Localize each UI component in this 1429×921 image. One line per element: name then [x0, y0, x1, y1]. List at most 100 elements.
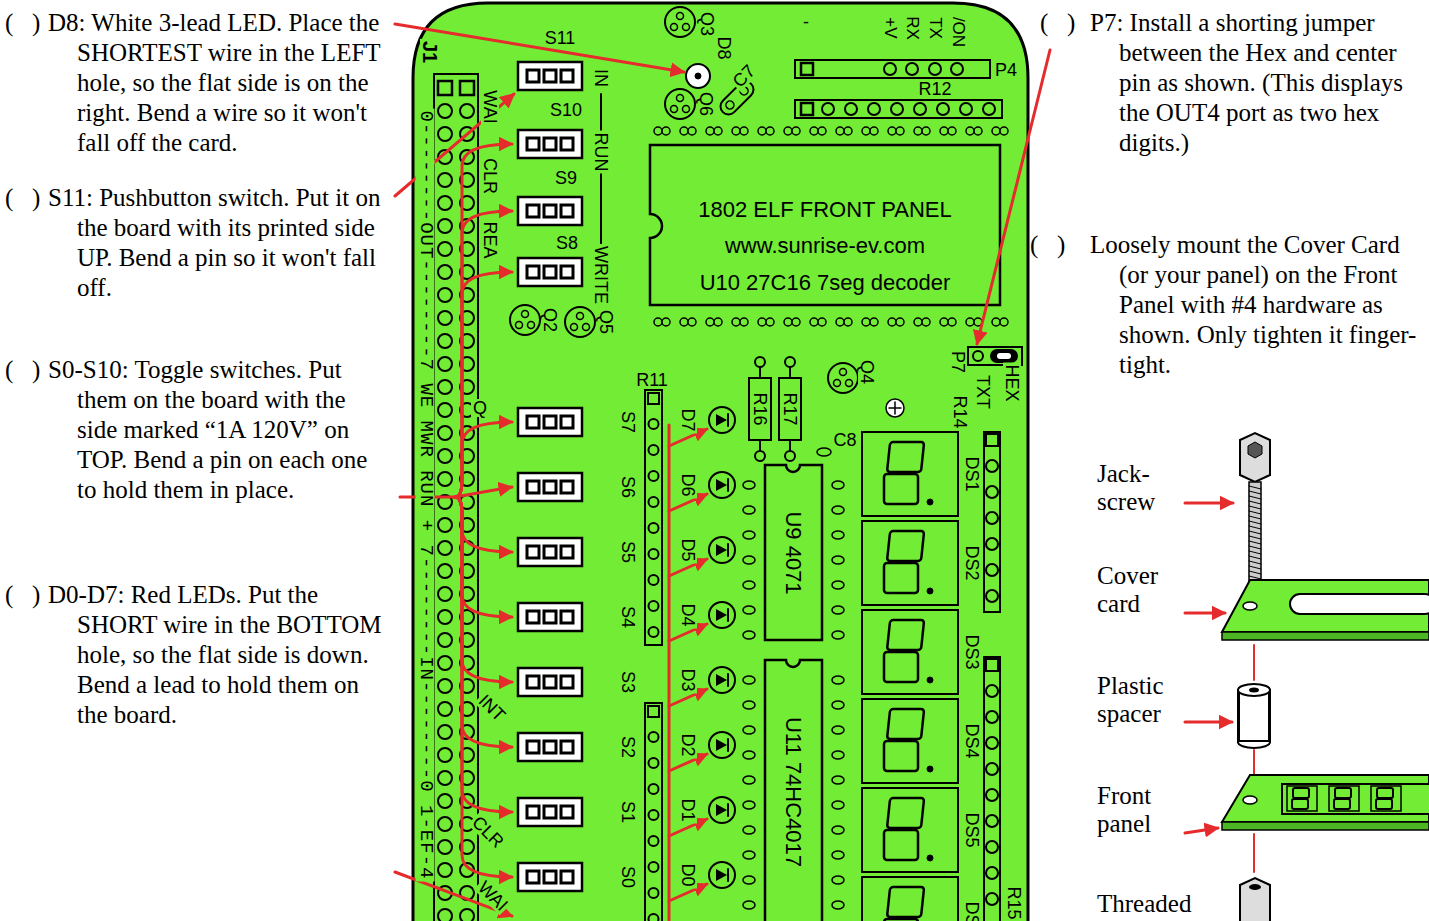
- ic-pad: [743, 701, 755, 709]
- switch-pin: [544, 871, 556, 883]
- pad: [914, 103, 926, 115]
- switch-pin: [544, 741, 556, 753]
- ic-outline: [765, 660, 822, 921]
- pad: [438, 909, 452, 921]
- ic-pad: [758, 318, 766, 326]
- pad: [438, 725, 452, 739]
- ic-pad: [784, 318, 792, 326]
- pad: [438, 587, 452, 601]
- ic-pad: [792, 318, 800, 326]
- ic-pad: [714, 127, 722, 135]
- pad: [973, 351, 983, 361]
- switch-body: [518, 733, 582, 761]
- leader-arrow: [455, 497, 512, 812]
- switch-pin: [544, 416, 556, 428]
- switch-pin: [527, 138, 539, 150]
- ic-pad: [914, 318, 922, 326]
- ic-pad: [714, 318, 722, 326]
- silkscreen-label: R11: [634, 371, 670, 389]
- ic-pad: [832, 801, 844, 809]
- display-window: [1282, 784, 1429, 814]
- pad: [986, 460, 998, 472]
- ic-pad: [974, 127, 982, 135]
- red-led: [709, 797, 735, 823]
- silkscreen-label: CLR: [481, 156, 499, 196]
- ic-outline: [765, 465, 822, 640]
- segment-outline: [884, 830, 918, 860]
- ic-pad: [844, 318, 852, 326]
- transistor: [565, 307, 595, 337]
- switch-pin: [527, 546, 539, 558]
- jackscrew-head: [1240, 433, 1270, 482]
- pad: [438, 334, 452, 348]
- plus-mark: [894, 402, 896, 414]
- switch-pin: [544, 611, 556, 623]
- diode-bar: [727, 609, 729, 621]
- diode-symbol: [716, 739, 727, 751]
- square-pad: [648, 706, 659, 717]
- transistor-pin: [846, 380, 853, 387]
- square-pad: [438, 81, 452, 95]
- pad: [649, 601, 659, 611]
- transistor: [510, 305, 540, 335]
- pad: [845, 103, 857, 115]
- thread-line: [1249, 506, 1261, 509]
- checkbox: ( ): [5, 580, 40, 610]
- pad: [937, 103, 949, 115]
- seven-segment-display: [862, 432, 958, 516]
- pad: [649, 732, 659, 742]
- switch-pin: [527, 205, 539, 217]
- switch-pin: [544, 266, 556, 278]
- switch-body: [518, 197, 582, 225]
- switch-pin: [527, 266, 539, 278]
- switch-pin: [561, 416, 573, 428]
- ic-pad: [706, 318, 714, 326]
- silkscreen-label: D8: [715, 34, 733, 61]
- silkscreen-label: TXT: [974, 373, 992, 411]
- segment-outline: [887, 887, 924, 917]
- jackscrew-hole: [1248, 442, 1262, 458]
- leader-arrow: [455, 211, 512, 497]
- switch-pin: [544, 806, 556, 818]
- ic-pad: [740, 318, 748, 326]
- silkscreen-label: HEX: [1003, 362, 1021, 403]
- silkscreen-label: S3: [619, 669, 637, 695]
- pad: [438, 242, 452, 256]
- digit-outline: [1287, 786, 1317, 811]
- pad: [986, 841, 998, 853]
- red-led: [709, 667, 735, 693]
- ic-pad: [832, 851, 844, 859]
- assembly-line: [1253, 645, 1255, 680]
- checkbox: ( ): [5, 183, 40, 213]
- ic-pad: [948, 127, 956, 135]
- red-led: [709, 472, 735, 498]
- switch-pin: [561, 611, 573, 623]
- diode-bar: [727, 544, 729, 556]
- silkscreen-label: Q4: [858, 358, 876, 386]
- thread-line: [1249, 516, 1261, 519]
- segment-outline: [884, 474, 918, 504]
- thread-line: [1249, 576, 1261, 579]
- thread-line: [1249, 501, 1261, 504]
- ic-pad: [1000, 127, 1008, 135]
- pad: [649, 836, 659, 846]
- part-caption: Cover card: [1097, 562, 1177, 618]
- silkscreen-label: 0--------OUT--------7 WE MWR RUN + 7----…: [416, 109, 435, 882]
- ic-pad: [740, 127, 748, 135]
- pad: [649, 862, 659, 872]
- ic-pad: [766, 318, 774, 326]
- thread-line: [1249, 541, 1261, 544]
- switch-pin: [544, 481, 556, 493]
- thread-line: [1249, 551, 1261, 554]
- ic-pad: [743, 581, 755, 589]
- spacer-fill: [1239, 690, 1269, 741]
- pad: [868, 103, 880, 115]
- ic-pad: [832, 531, 844, 539]
- cover-card-edge: [1222, 632, 1429, 640]
- diode-bar: [727, 739, 729, 751]
- checkbox: ( ): [5, 8, 40, 38]
- silkscreen-label: D7: [679, 406, 697, 433]
- red-led: [709, 537, 735, 563]
- pad: [649, 810, 659, 820]
- ic-pad: [680, 127, 688, 135]
